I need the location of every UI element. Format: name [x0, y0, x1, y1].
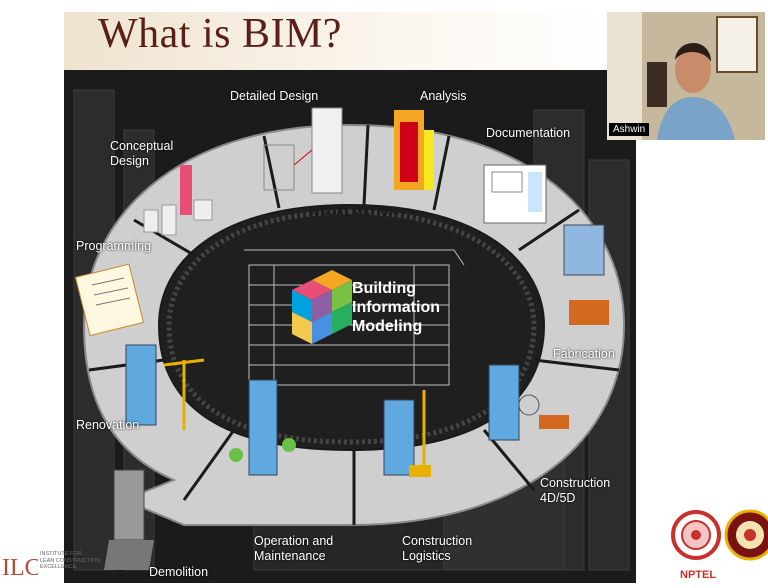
video-feed: [607, 12, 765, 140]
stage-label-conceptual: Conceptual Design: [110, 139, 174, 168]
title-band: [64, 12, 604, 70]
stage-label-programming: Programming: [76, 239, 152, 253]
stage-label-analysis: Analysis: [420, 89, 467, 103]
stage-label-fabrication: Fabrication: [553, 347, 615, 361]
construction-illustration: [488, 364, 569, 441]
stage-label-logistics: Construction Logistics: [402, 534, 473, 563]
ilce-logo-text: INSTITUTE FOR LEAN CONSTRUCTION EXCELLEN…: [40, 551, 101, 570]
detailed-design-illustration: [263, 107, 343, 194]
stage-label-detailed-design: Detailed Design: [230, 89, 319, 103]
visualization-label: VISUALIZATION: [309, 207, 398, 218]
stage-label-construction: Construction 4D/5D: [540, 476, 611, 505]
demolition-illustration: [104, 469, 154, 570]
nptel-logo-icon: [671, 510, 721, 560]
nptel-label: NPTEL: [680, 569, 717, 581]
participant-video[interactable]: Ashwin: [607, 12, 765, 140]
bim-diagram-graphic: [73, 89, 630, 571]
stage-label-renovation: Renovation: [76, 418, 140, 432]
conceptual-design-illustration: [143, 165, 213, 236]
analysis-illustration: [394, 110, 434, 190]
stage-label-documentation: Documentation: [486, 126, 571, 140]
svg-text:ILCE: ILCE: [2, 555, 38, 581]
bim-cube-logo: [292, 270, 352, 344]
iit-logo-icon: [724, 509, 768, 561]
documentation-illustration: [483, 164, 547, 224]
fabrication-illustration: [563, 224, 609, 325]
renovation-illustration: [125, 344, 205, 430]
bim-diagram: Conceptual Design Detailed Design Analys…: [64, 70, 636, 583]
stage-label-demolition: Demolition: [149, 565, 209, 579]
ilce-logo: ILCE INSTITUTE FOR LEAN CONSTRUCTION EXC…: [2, 549, 132, 583]
bim-center-text: Building Information Modeling: [352, 280, 440, 335]
stage-label-operation: Operation and Maintenance: [254, 534, 334, 563]
ilce-mark-icon: ILCE: [2, 555, 55, 581]
programming-illustration: [74, 263, 145, 337]
participant-name-label: Ashwin: [609, 123, 650, 136]
operation-illustration: [229, 379, 296, 476]
logistics-illustration: [383, 390, 431, 477]
institution-logos: [671, 509, 768, 561]
slide-title: What is BIM?: [98, 11, 342, 57]
